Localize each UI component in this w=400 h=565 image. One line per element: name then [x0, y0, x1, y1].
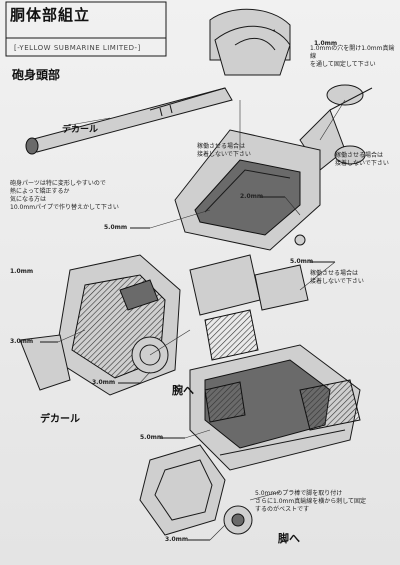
arm-label: 腕へ [172, 384, 194, 397]
middle-flap-parts [189, 254, 309, 361]
dim-label-9: 3.0mm [165, 536, 189, 543]
maker-name: [-YELLOW SUBMARINE LIMITED-] [14, 44, 141, 52]
barrel-part [25, 87, 233, 155]
page-title: 胴体部組立 [10, 6, 91, 24]
dim-label-3: 2.0mm [240, 193, 264, 200]
bottom-note: 5.0mmのプラ棒で脚を取り付け さらに1.0mm真鍮線を横から刺して固定 する… [255, 490, 367, 513]
top-right-note: 1.0mmの穴を開け1.0mm真鍮線 を通して固定して下さい [310, 45, 395, 68]
section-label: 砲身頭部 [12, 68, 61, 82]
dim-label-8: 5.0mm [140, 434, 164, 441]
dim-label-5: 1.0mm [10, 268, 34, 275]
head-canopy-part [214, 25, 291, 76]
decal-label-bottom: デカール [40, 414, 80, 425]
screw-markers [40, 196, 335, 541]
dim-label-1: 1.0mm [314, 40, 338, 47]
leg-label: 脚へ [278, 532, 300, 545]
adhesive-note-mid: 稼働させる場合は 接着しないで下さい [310, 270, 364, 285]
adhesive-note-left: 稼働させる場合は 接着しないで下さい [197, 143, 251, 158]
dim-label-7: 3.0mm [92, 379, 116, 386]
dim-label-2: 5.0mm [104, 224, 128, 231]
header-box [5, 1, 167, 57]
barrel-note: 砲身パーツは特に変形しやすいので 熱によって矯正するか 気になる方は 10.0m… [10, 180, 119, 211]
leg-joint-part [139, 444, 253, 536]
dim-label-6: 3.0mm [10, 338, 34, 345]
upper-body-part [174, 129, 321, 251]
adhesive-note-right: 稼働させる場合は 接着しないで下さい [335, 152, 389, 167]
assembly-guide-lines [57, 99, 346, 541]
dim-label-4: 5.0mm [290, 258, 314, 265]
front-body-part [19, 254, 181, 396]
lower-body-part [189, 344, 361, 471]
decal-label-top: デカール [62, 125, 99, 135]
